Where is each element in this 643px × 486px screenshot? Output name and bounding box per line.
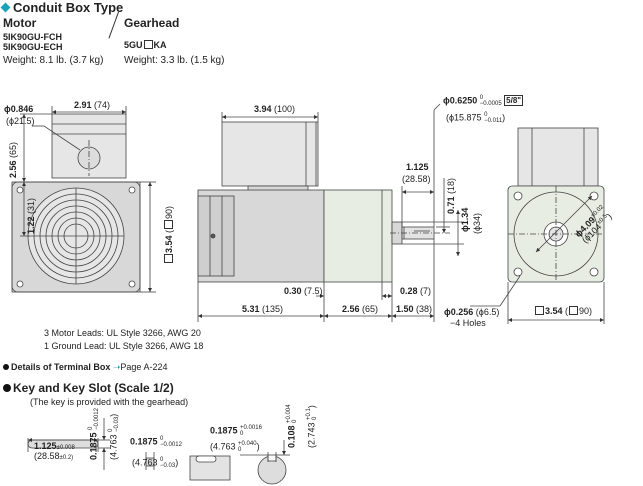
left-square-dim: 3.54 (90) — [164, 206, 174, 264]
key-width-dim-mm: (4.763 0−0.03) — [132, 457, 179, 469]
dim-134: ϕ1.34 — [460, 207, 470, 232]
bullet-icon — [3, 364, 9, 370]
center-height-dim: 1.22 (31) — [26, 197, 36, 234]
box-height-dim: 2.56 (65) — [8, 141, 18, 178]
leads-note-2: 1 Ground Lead: UL Style 3266, AWG 18 — [44, 341, 204, 351]
key-width-dim: 0.1875 0−0.0012 — [130, 436, 182, 448]
motor-weight: Weight: 8.1 lb. (3.7 kg) — [3, 55, 104, 66]
right-square-dim: 3.54 (90) — [534, 306, 592, 316]
arrow-right-icon: ➝ — [112, 362, 121, 372]
shaft-dim-a: 1.125 — [406, 162, 429, 172]
key-length-dim: 1.125±0.008 — [34, 441, 75, 451]
square-symbol-icon — [164, 219, 173, 229]
motor-model-2: 5IK90GU-ECH — [3, 42, 63, 52]
box-length-dim: 3.94 (100) — [254, 104, 296, 114]
box-width-dim: 2.91 (74) — [74, 100, 111, 110]
shaft-diameter-dim: ϕ0.6250 0 −0.0005 5/8" — [443, 95, 524, 107]
key-title: Key and Key Slot (Scale 1/2) — [3, 381, 174, 395]
dim-028: 0.28 (7) — [400, 286, 432, 296]
gearhead-weight: Weight: 3.3 lb. (1.5 kg) — [124, 55, 225, 66]
motor-heading: Motor — [3, 16, 37, 30]
diamond-bullet-icon — [0, 2, 11, 13]
square-symbol-icon — [569, 306, 579, 315]
dim-030: 0.30 (7.5) — [284, 286, 323, 296]
square-symbol-icon — [535, 306, 544, 315]
leads-note-1: 3 Motor Leads: UL Style 3266, AWG 20 — [44, 328, 201, 338]
gear-length-dim: 2.56 (65) — [342, 304, 379, 314]
key-height-dim-mm: (4.763 0−0.03) — [108, 413, 120, 460]
shaft-length-dim: 1.50 (38) — [396, 304, 433, 314]
key-height-dim: 0.1875 0−0.0012 — [88, 408, 100, 460]
motor-model-1: 5IK90GU-FCH — [3, 32, 63, 42]
shaft-diameter-dim-mm: (ϕ15.875 0 −0.011 ) — [446, 112, 506, 124]
mounting-holes-dim: ϕ0.256 (ϕ6.5) — [444, 307, 500, 317]
key-length-dim-mm: (28.58±0.2) — [34, 451, 74, 461]
motor-length-dim: 5.31 (135) — [242, 304, 284, 314]
box-symbol-icon — [143, 40, 153, 49]
left-front-view — [11, 106, 156, 293]
right-front-view — [470, 127, 605, 324]
square-symbol-icon — [164, 254, 173, 263]
conduit-hole-dim-mm: (ϕ21.5) — [6, 116, 35, 126]
side-view — [197, 103, 464, 322]
key-subtitle: (The key is provided with the gearhead) — [30, 397, 189, 407]
gearhead-heading: Gearhead — [124, 16, 180, 30]
dim-134-mm: (ϕ34) — [472, 212, 482, 234]
mounting-holes-count: −4 Holes — [450, 318, 486, 328]
key-drawings — [27, 418, 290, 485]
page-title: Conduit Box Type — [0, 0, 123, 15]
shaft-dim-a-mm: (28.58) — [402, 174, 431, 184]
conduit-hole-dim: ϕ0.846 — [4, 104, 34, 114]
dim-071: 0.71 (18) — [446, 177, 456, 214]
terminal-box-link[interactable]: Details of Terminal Box ➝Page A-224 — [3, 362, 167, 373]
bullet-icon — [3, 384, 11, 392]
